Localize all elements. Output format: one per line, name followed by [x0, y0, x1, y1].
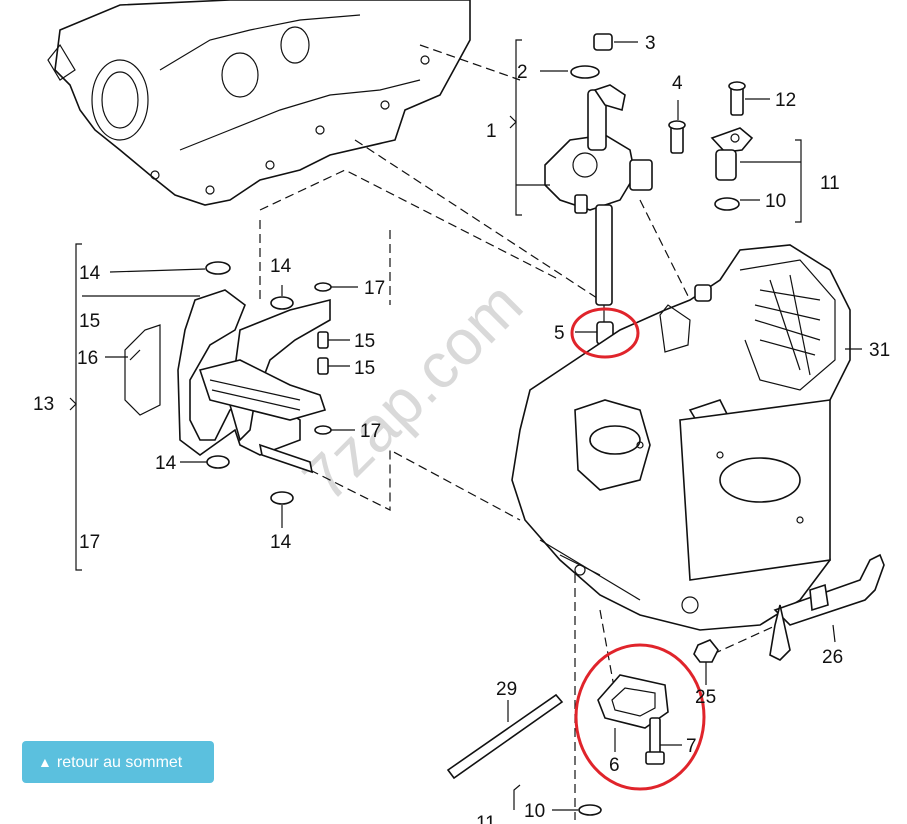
label-13: 13	[33, 394, 54, 415]
label-14-a: 14	[79, 263, 101, 284]
label-26: 26	[822, 647, 843, 668]
chevron-up-icon: ▲	[38, 754, 52, 770]
label-15-a: 15	[79, 311, 100, 332]
label-15-c: 15	[354, 358, 375, 379]
gearbox-housing-drawing	[511, 244, 851, 631]
label-17-c: 17	[79, 532, 100, 553]
leader-lines	[69, 39, 862, 811]
label-10-bottom: 10	[524, 801, 545, 822]
label-29: 29	[496, 679, 517, 700]
label-4: 4	[672, 73, 683, 94]
label-2: 2	[517, 62, 528, 83]
label-16: 16	[77, 348, 98, 369]
rod-29	[446, 693, 564, 780]
highlight-circle-part-6	[574, 643, 706, 791]
shift-rod-26	[769, 553, 885, 661]
cover-plate-6	[597, 639, 719, 765]
label-10: 10	[765, 191, 786, 212]
label-31: 31	[869, 340, 890, 361]
label-14-d: 14	[270, 532, 292, 553]
label-5: 5	[554, 323, 565, 344]
label-14-c: 14	[155, 453, 177, 474]
label-1: 1	[486, 121, 497, 142]
label-14-b: 14	[270, 256, 292, 277]
label-3: 3	[645, 33, 656, 54]
dash-lines	[259, 44, 811, 820]
label-12: 12	[775, 90, 796, 111]
shift-mechanism-assembly	[124, 261, 332, 505]
part-11-assembly	[578, 81, 754, 816]
label-17-b: 17	[360, 421, 381, 442]
label-11-bottom: 11	[476, 813, 496, 824]
back-to-top-label: retour au sommet	[56, 754, 183, 771]
label-15-b: 15	[354, 331, 375, 352]
label-11: 11	[820, 173, 840, 194]
label-6: 6	[609, 755, 620, 776]
highlight-circle-part-5	[570, 307, 640, 359]
upper-housing-drawing	[47, 0, 471, 206]
part-labels: 1 2 3 4 5 6 7 10 10 11 11 12 13 14 14 14…	[33, 33, 890, 824]
label-25: 25	[695, 687, 716, 708]
selector-shaft-assembly	[544, 33, 686, 330]
back-to-top-button[interactable]: ▲retour au sommet	[22, 741, 214, 783]
label-7: 7	[686, 736, 697, 757]
label-17-a: 17	[364, 278, 385, 299]
